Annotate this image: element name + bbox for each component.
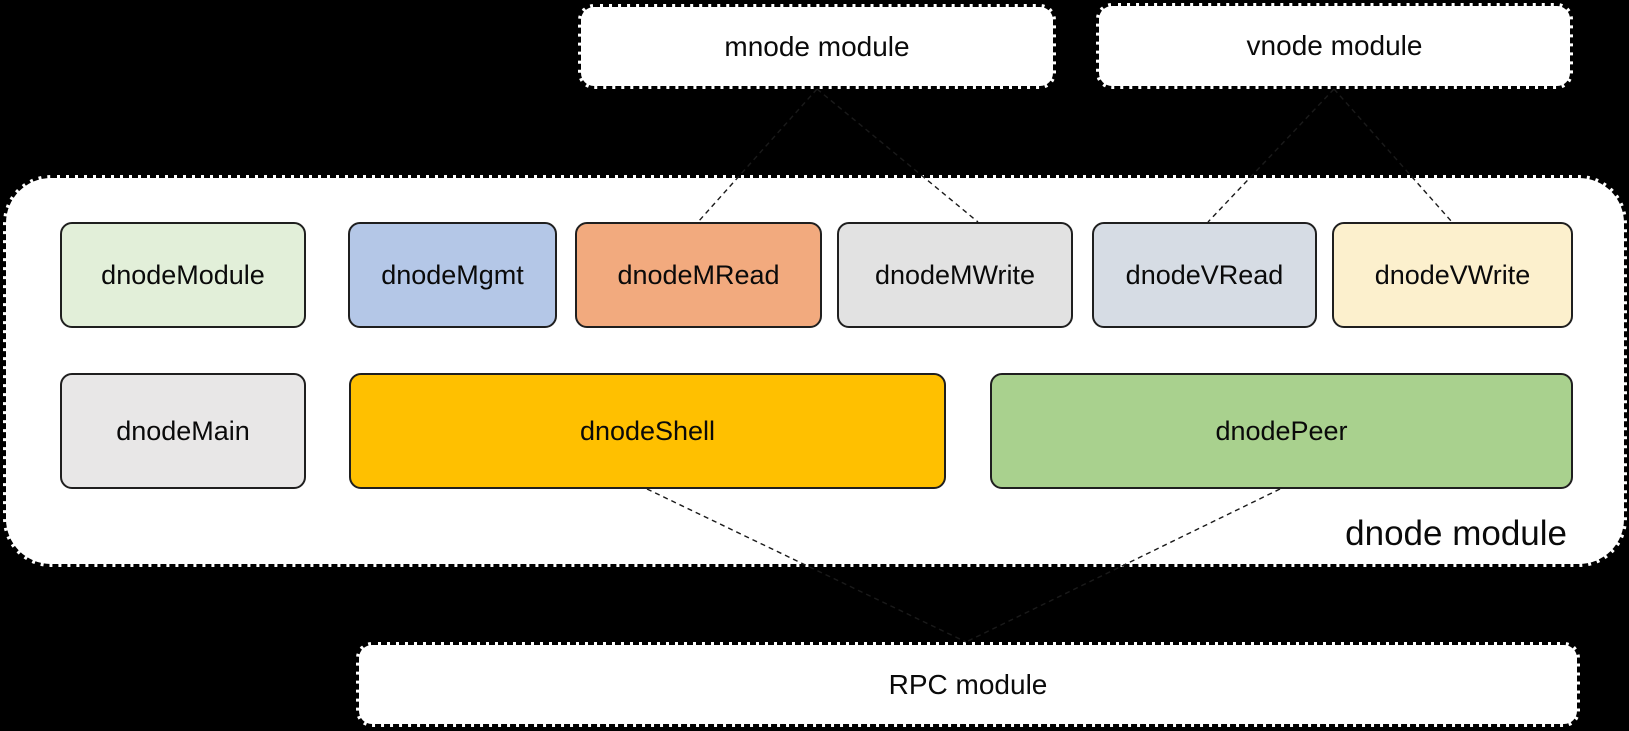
mnode-module-box: mnode module: [578, 4, 1056, 89]
vnode-module-label: vnode module: [1246, 30, 1423, 61]
mnode-module-label: mnode module: [724, 30, 910, 62]
dnode-module-label: dnode module: [1345, 514, 1567, 553]
node-dnodeVWrite-label: dnodeVWrite: [1374, 259, 1531, 290]
node-dnodeMgmt-label: dnodeMgmt: [381, 259, 524, 290]
node-dnodePeer: dnodePeer: [990, 373, 1573, 489]
node-dnodeVWrite: dnodeVWrite: [1332, 222, 1573, 328]
rpc-module-label: RPC module: [888, 668, 1048, 700]
rpc-module-box: RPC module: [356, 642, 1580, 727]
node-dnodeModule: dnodeModule: [60, 222, 306, 328]
node-dnodeMWrite-label: dnodeMWrite: [874, 259, 1036, 290]
node-dnodeShell: dnodeShell: [349, 373, 946, 489]
node-dnodeShell-label: dnodeShell: [579, 415, 716, 446]
node-dnodeModule-label: dnodeModule: [101, 259, 265, 290]
node-dnodeVRead-label: dnodeVRead: [1125, 259, 1284, 290]
node-dnodeMgmt: dnodeMgmt: [348, 222, 557, 328]
node-dnodePeer-label: dnodePeer: [1215, 415, 1348, 446]
node-dnodeMain-label: dnodeMain: [116, 415, 250, 446]
node-dnodeMRead-label: dnodeMRead: [617, 259, 780, 290]
node-dnodeMWrite: dnodeMWrite: [837, 222, 1073, 328]
node-dnodeMain: dnodeMain: [60, 373, 306, 489]
node-dnodeMRead: dnodeMRead: [575, 222, 822, 328]
node-dnodeVRead: dnodeVRead: [1092, 222, 1317, 328]
vnode-module-box: vnode module: [1096, 3, 1573, 89]
